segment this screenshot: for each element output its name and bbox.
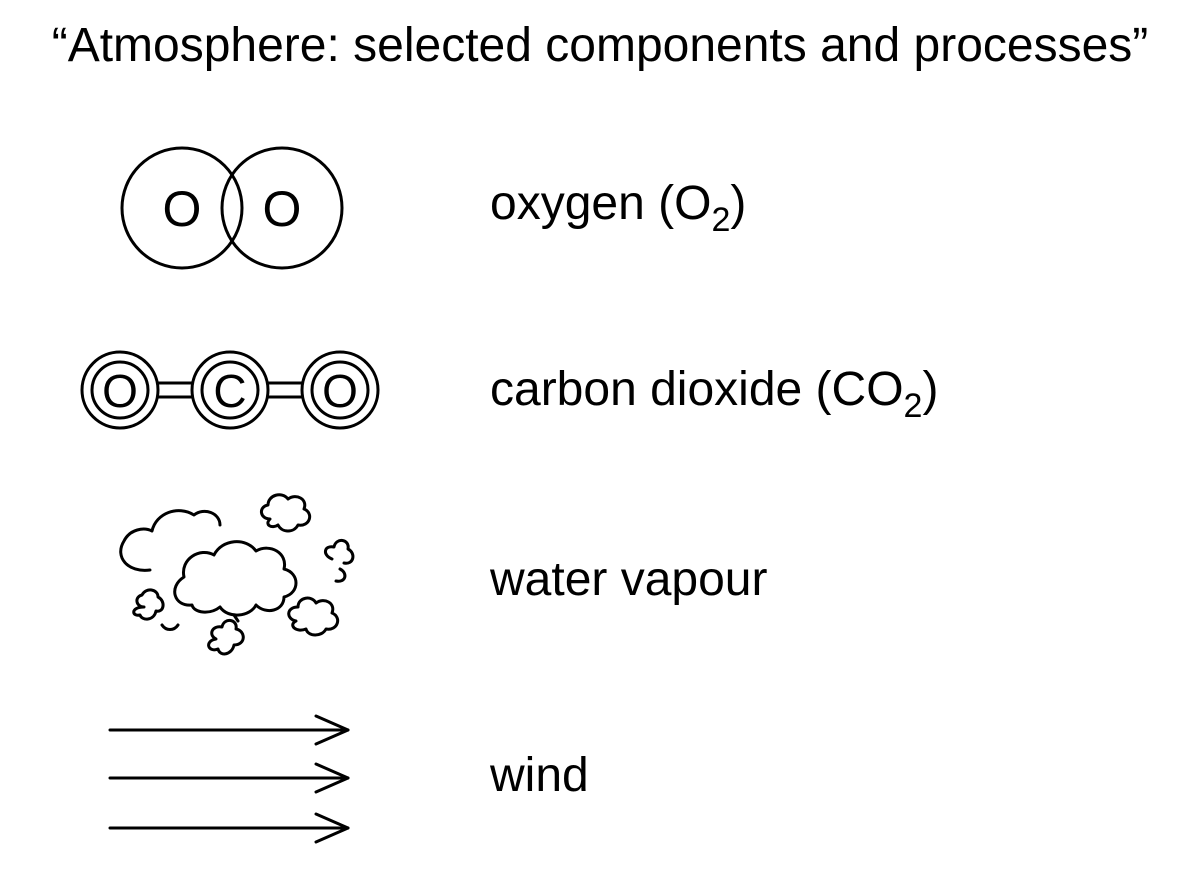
carbon-dioxide-molecule-icon: O C O — [80, 350, 380, 430]
oxygen-atom-1: O — [163, 181, 202, 237]
water-vapour-label: water vapour — [490, 553, 768, 606]
co2-atom-carbon: C — [213, 365, 246, 417]
oxygen-molecule-icon: O O — [120, 146, 344, 270]
carbon-dioxide-label: carbon dioxide (CO2) — [490, 363, 939, 425]
wind-label: wind — [490, 749, 589, 802]
water-vapour-clouds-icon — [119, 493, 355, 656]
oxygen-atom-2: O — [263, 181, 302, 237]
oxygen-label: oxygen (O2) — [490, 177, 747, 239]
wind-arrows-icon — [108, 714, 350, 844]
diagram-title: “Atmosphere: selected components and pro… — [51, 19, 1149, 72]
co2-atom-oxygen-left: O — [102, 365, 138, 417]
co2-atom-oxygen-right: O — [322, 365, 358, 417]
